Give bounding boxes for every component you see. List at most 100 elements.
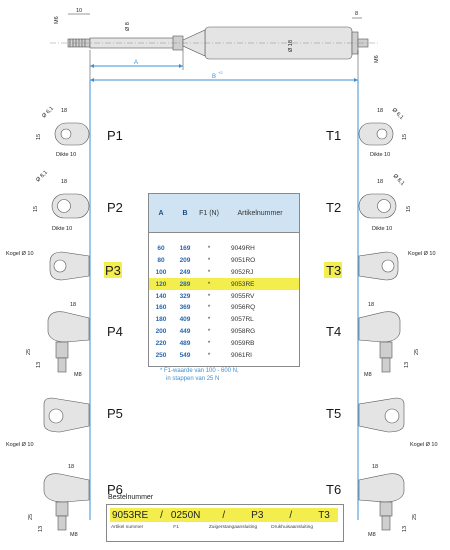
svg-text:18: 18 [61, 179, 67, 185]
order-number-title: Bestelnummer [108, 494, 154, 501]
cell-a: 140 [155, 292, 167, 300]
header-a: A [158, 209, 164, 217]
order-number-highlight: 9053RE / 0250N / P3 / T3 [110, 508, 338, 522]
cell-article: 9049RH [231, 245, 255, 253]
fitting-p3-drawing: Kogel Ø 10 [6, 251, 90, 281]
order-sep-1: / [160, 509, 163, 521]
fitting-t5-drawing: Kogel Ø 10 [358, 397, 438, 448]
cell-a: 80 [157, 257, 165, 265]
label-p1: P1 [107, 128, 123, 143]
svg-text:Kogel Ø 10: Kogel Ø 10 [410, 442, 438, 448]
cell-b: 409 [179, 316, 191, 324]
cell-b: 249 [179, 268, 191, 276]
table-header: A B F1 (N) Artikelnummer [149, 194, 299, 233]
svg-text:18: 18 [68, 464, 74, 470]
svg-text:Dikte 10: Dikte 10 [56, 152, 76, 158]
cell-a: 100 [155, 268, 167, 276]
svg-text:Ø 6,1: Ø 6,1 [391, 107, 405, 121]
cell-f1: * [207, 257, 211, 265]
cell-b: 329 [179, 292, 191, 300]
dim-len-8: 8 [355, 11, 358, 17]
footnote-line-2: in stappen van 25 N [166, 375, 220, 382]
fitting-t3-drawing: Kogel Ø 10 [358, 251, 436, 281]
label-t6: T6 [326, 482, 341, 497]
fitting-p1-drawing: 18 Ø 6,1 15 Dikte 10 [36, 106, 90, 158]
cell-article: 9053RE [231, 280, 255, 288]
fitting-t1-drawing: 18 Ø 6,1 15 Dikte 10 [358, 107, 408, 158]
cell-article: 9057RL [231, 316, 254, 324]
cell-f1: * [207, 292, 211, 300]
dim-dia-18: Ø 18 [288, 40, 294, 52]
label-p4: P4 [107, 324, 123, 339]
cell-article: 9056RQ [231, 304, 256, 312]
svg-text:Ø 6,1: Ø 6,1 [41, 106, 55, 120]
cell-b: 169 [179, 245, 191, 253]
label-p3-highlight [104, 262, 122, 278]
cell-article: 9055RV [231, 292, 255, 300]
order-number-box: 9053RE / 0250N / P3 / T3 Artikel nummer … [106, 504, 344, 542]
label-p2: P2 [107, 200, 123, 215]
svg-text:18: 18 [70, 302, 76, 308]
label-t3: T3 [326, 263, 341, 278]
label-t3-highlight [324, 262, 342, 278]
cell-article: 9052RJ [231, 268, 254, 276]
label-p6: P6 [107, 482, 123, 497]
dim-m6-left: M6 [54, 16, 60, 24]
svg-text:18: 18 [61, 108, 67, 114]
svg-text:25: 25 [28, 514, 34, 520]
svg-text:M8: M8 [74, 372, 82, 378]
svg-text:15: 15 [406, 206, 412, 212]
svg-text:Kogel Ø 10: Kogel Ø 10 [6, 442, 34, 448]
svg-text:Dikte 10: Dikte 10 [370, 152, 390, 158]
table-row: 140 329 * 9055RV [149, 290, 299, 302]
cell-a: 180 [155, 316, 167, 324]
svg-text:13: 13 [38, 526, 44, 532]
dim-b: B [212, 74, 216, 80]
svg-text:Kogel Ø 10: Kogel Ø 10 [408, 251, 436, 257]
fitting-t4-drawing: 18 25 M8 13 [358, 302, 420, 378]
dim-b-tolerance: +2 [218, 70, 223, 75]
cell-a: 120 [155, 280, 167, 288]
cell-b: 449 [179, 327, 191, 335]
label-p3: P3 [105, 263, 121, 278]
cell-b: 489 [179, 339, 191, 347]
label-article-number: Artikel nummer [111, 525, 144, 530]
label-t2: T2 [326, 200, 341, 215]
svg-text:Kogel Ø 10: Kogel Ø 10 [6, 251, 34, 257]
cell-f1: * [207, 327, 211, 335]
cell-f1: * [207, 339, 211, 347]
order-sep-3: / [289, 509, 293, 521]
dim-dia-8: Ø 8 [125, 22, 131, 31]
fitting-t2-drawing: 18 Ø 8,1 15 Dikte 10 [358, 173, 412, 232]
cell-a: 160 [155, 304, 167, 312]
cell-f1: * [207, 268, 211, 276]
cell-a: 220 [155, 339, 167, 347]
table-footnote: * F1-waarde van 100 - 600 N, in stappen … [160, 368, 320, 383]
cell-article: 9059RB [231, 339, 255, 347]
order-housing-end: T3 [318, 509, 330, 521]
cell-b: 549 [179, 351, 191, 359]
svg-text:M8: M8 [368, 532, 376, 538]
cell-f1: * [207, 304, 211, 312]
fitting-p6-drawing: 18 25 M8 13 [28, 464, 90, 538]
cell-a: 250 [155, 351, 167, 359]
cell-b: 209 [179, 257, 191, 265]
label-t4: T4 [326, 324, 341, 339]
order-article: 9053RE [112, 509, 149, 521]
header-article: Artikelnummer [237, 209, 283, 217]
svg-text:15: 15 [36, 134, 42, 140]
dim-a: A [134, 60, 138, 66]
header-b: B [182, 209, 188, 217]
svg-text:Ø 8,1: Ø 8,1 [35, 170, 49, 184]
order-force: 0250N [170, 509, 201, 521]
svg-text:18: 18 [377, 108, 383, 114]
cell-b: 369 [179, 304, 191, 312]
